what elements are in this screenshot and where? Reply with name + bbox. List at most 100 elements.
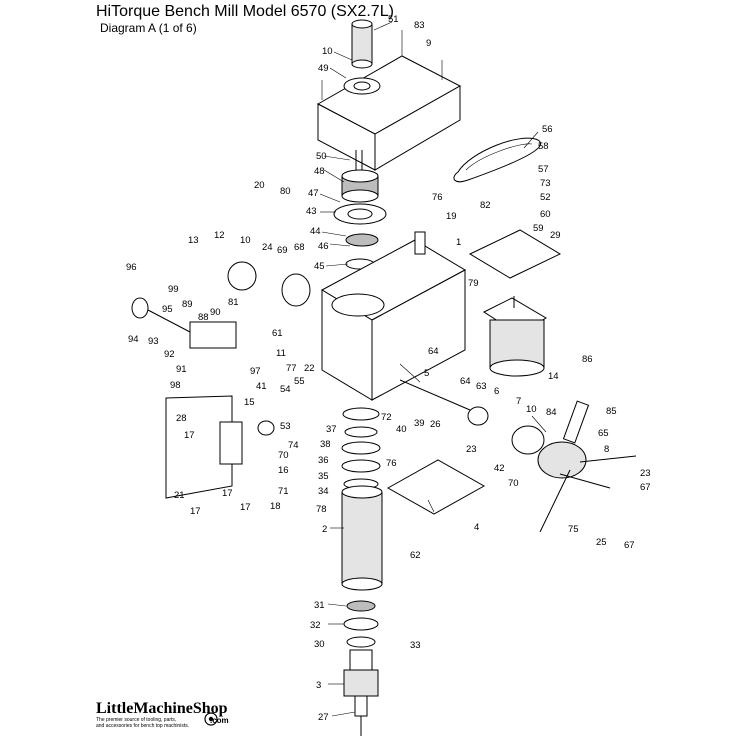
leader-lines [319, 21, 547, 717]
callout-label: 80 [280, 186, 291, 197]
callout-label: 64 [460, 376, 471, 387]
callout-label: 67 [640, 482, 651, 493]
callout-label: 5 [424, 368, 429, 379]
callout-label: 30 [314, 639, 325, 650]
callout-label: 14 [548, 371, 559, 382]
callout-label: 95 [162, 304, 173, 315]
callout-label: 19 [446, 211, 457, 222]
callout-label: 82 [480, 200, 491, 211]
callout-label: 60 [540, 209, 551, 220]
callout-label: 36 [318, 455, 329, 466]
callout-label: 15 [244, 397, 255, 408]
callout-label: 7 [516, 396, 521, 407]
callout-label: 48 [314, 166, 325, 177]
handwheel-drawing [537, 400, 637, 533]
page-subtitle: Diagram A (1 of 6) [100, 21, 197, 35]
callout-label: 42 [494, 463, 505, 474]
drive-pulley-drawing [333, 150, 387, 270]
callout-label: 23 [466, 444, 477, 455]
callout-label: 61 [272, 328, 283, 339]
belt-drawing [453, 137, 542, 183]
callout-label: 21 [174, 490, 185, 501]
callout-label: 62 [410, 550, 421, 561]
callout-label: 40 [396, 424, 407, 435]
logo-tagline-line: The premier source of tooling, parts, [96, 717, 177, 723]
callout-label: 17 [240, 502, 251, 513]
callout-label: 49 [318, 63, 329, 74]
callout-label: 67 [624, 540, 635, 551]
logo-name: LittleMachineShop [96, 700, 228, 717]
page-title: HiTorque Bench Mill Model 6570 (SX2.7L) [96, 3, 394, 20]
callout-label: 84 [546, 407, 557, 418]
callout-label: 65 [598, 428, 609, 439]
callout-label: 96 [126, 262, 137, 273]
callout-label: 45 [314, 261, 325, 272]
callout-label: 72 [381, 412, 392, 423]
callout-label: 16 [278, 465, 289, 476]
callout-label: 17 [184, 430, 195, 441]
callout-label: 56 [542, 124, 553, 135]
callout-label: 27 [318, 712, 329, 723]
callout-label: 94 [128, 334, 139, 345]
callout-label: 29 [550, 230, 561, 241]
callout-label: 70 [278, 450, 289, 461]
callout-label: 58 [538, 141, 549, 152]
motor-drawing [468, 229, 562, 377]
callout-label: 25 [596, 537, 607, 548]
callout-label: 24 [262, 242, 273, 253]
headstock-drawing [320, 231, 467, 401]
callout-label: 1 [456, 237, 461, 248]
callout-label: 68 [294, 242, 305, 253]
callout-label: 39 [414, 418, 425, 429]
gear-logo-icon [204, 712, 218, 726]
callout-label: 43 [306, 206, 317, 217]
callout-label: 59 [533, 223, 544, 234]
callout-label: 99 [168, 284, 179, 295]
logo-tagline-line: and accessories for bench top machinists… [96, 723, 190, 729]
callout-label: 23 [640, 468, 651, 479]
callout-label: 85 [606, 406, 617, 417]
callout-label: 86 [582, 354, 593, 365]
callout-label: 74 [288, 440, 299, 451]
cover-plate-drawing [386, 459, 486, 515]
callout-label: 17 [222, 488, 233, 499]
callout-label: 31 [314, 600, 325, 611]
callout-label: 50 [316, 151, 327, 162]
callout-label: 32 [310, 620, 321, 631]
callout-labels: 51 83 10 9 49 56 58 57 50 48 73 47 52 20… [126, 14, 651, 723]
logo-tagline: The premier source of tooling, parts, an… [96, 717, 216, 729]
callout-label: 98 [170, 380, 181, 391]
callout-label: 51 [388, 14, 399, 25]
callout-label: 64 [428, 346, 439, 357]
callout-label: 3 [316, 680, 321, 691]
callout-label: 52 [540, 192, 551, 203]
pulley-drawing [351, 19, 373, 69]
motor-cover-drawing [316, 30, 462, 171]
callout-label: 28 [176, 413, 187, 424]
callout-label: 4 [474, 522, 479, 533]
callout-label: 18 [270, 501, 281, 512]
callout-label: 11 [276, 348, 286, 359]
callout-label: 12 [214, 230, 225, 241]
callout-label: 93 [148, 336, 159, 347]
callout-label: 83 [414, 20, 425, 31]
callout-label: 10 [526, 404, 537, 415]
callout-label: 6 [494, 386, 499, 397]
callout-label: 91 [176, 364, 187, 375]
callout-label: 55 [294, 376, 305, 387]
callout-label: 77 [286, 363, 297, 374]
callout-label: 57 [538, 164, 549, 175]
callout-label: 2 [322, 524, 327, 535]
callout-label: 76 [386, 458, 397, 469]
callout-label: 22 [304, 363, 315, 374]
callout-label: 38 [320, 439, 331, 450]
callout-label: 71 [278, 486, 289, 497]
callout-label: 9 [426, 38, 431, 49]
callout-label: 54 [280, 384, 291, 395]
callout-label: 26 [430, 419, 441, 430]
callout-label: 81 [228, 297, 239, 308]
callout-label: 44 [310, 226, 321, 237]
callout-label: 90 [210, 307, 221, 318]
callout-label: 70 [508, 478, 519, 489]
